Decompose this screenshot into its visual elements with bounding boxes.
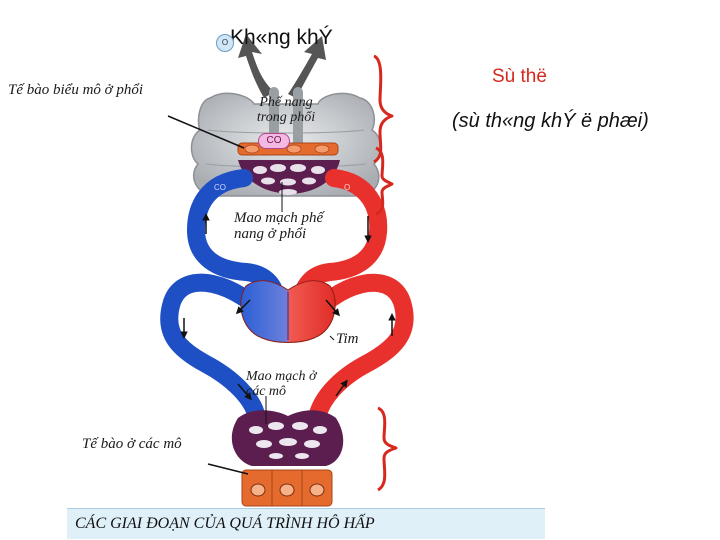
lung-cells-label: Tế bào biểu mô ở phổi [8,82,144,98]
caption-box: CÁC GIAI ĐOẠN CỦA QUÁ TRÌNH HÔ HẤP [67,508,545,539]
diagram-caption: CÁC GIAI ĐOẠN CỦA QUÁ TRÌNH HÔ HẤP [75,515,375,532]
pointer-lung-cells [167,115,245,149]
bracket-gas-exchange-tissue [377,406,398,492]
air-in-arrow [238,34,274,98]
stage-ventilation-detail: (sù th«ng khÝ ë phæi) [452,110,649,132]
svg-text:CO: CO [214,183,226,192]
pulmonary-vein [293,169,388,311]
pointer-tissue-cells [207,463,249,475]
tissue-cells-label: Tế bào ở các mô [82,436,182,452]
stage-ventilation-title: Sù thë [492,66,547,87]
aorta [297,273,414,423]
heart-label: Tim [336,331,359,347]
tissue-capillary-net [231,410,344,466]
air-out-arrow [288,36,326,98]
tissue-capillary-label: Mao mạch ở các mô [246,369,317,399]
pointer-heart [329,335,335,341]
air-label: Kh«ng khÝ [230,26,333,49]
vena-cava [160,273,279,423]
bracket-gas-exchange-lung [375,146,394,216]
co2-badge: CO [258,133,290,149]
alveoli-label: Phế nang trong phổi [256,95,316,125]
svg-text:O: O [344,183,350,192]
lung-capillary-net [238,160,340,195]
pulmonary-artery [186,169,285,311]
lung-capillary-label: Mao mạch phế nang ở phổi [234,210,324,242]
tissue-cells [241,469,333,507]
bracket-ventilation [373,54,394,164]
o2-badge: O [216,34,234,52]
